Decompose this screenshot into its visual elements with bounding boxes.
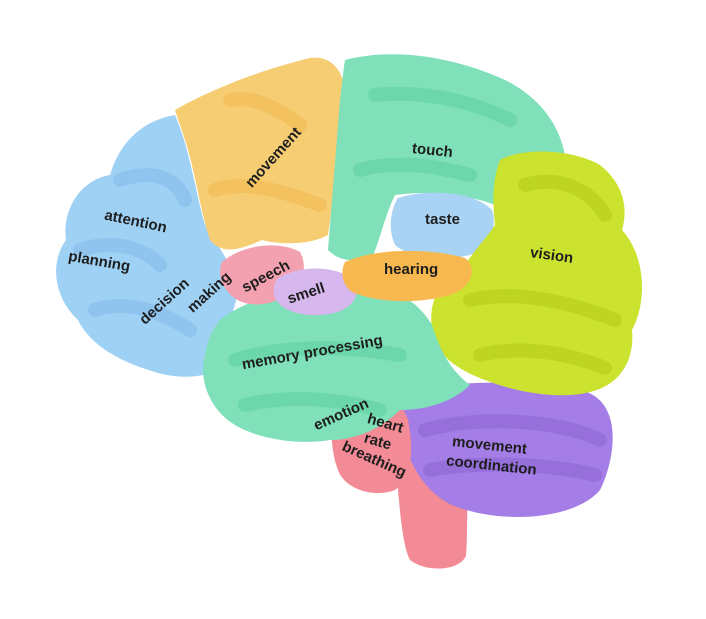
label-touch: touch <box>411 139 454 162</box>
label-hearing: hearing <box>384 261 439 278</box>
parietal-region <box>328 54 565 261</box>
taste-region <box>390 192 494 259</box>
label-taste: taste <box>425 211 461 228</box>
hearing-region <box>342 250 472 302</box>
occipital-region <box>431 151 643 396</box>
cerebellum-region <box>399 382 613 517</box>
smell-region <box>273 268 358 316</box>
